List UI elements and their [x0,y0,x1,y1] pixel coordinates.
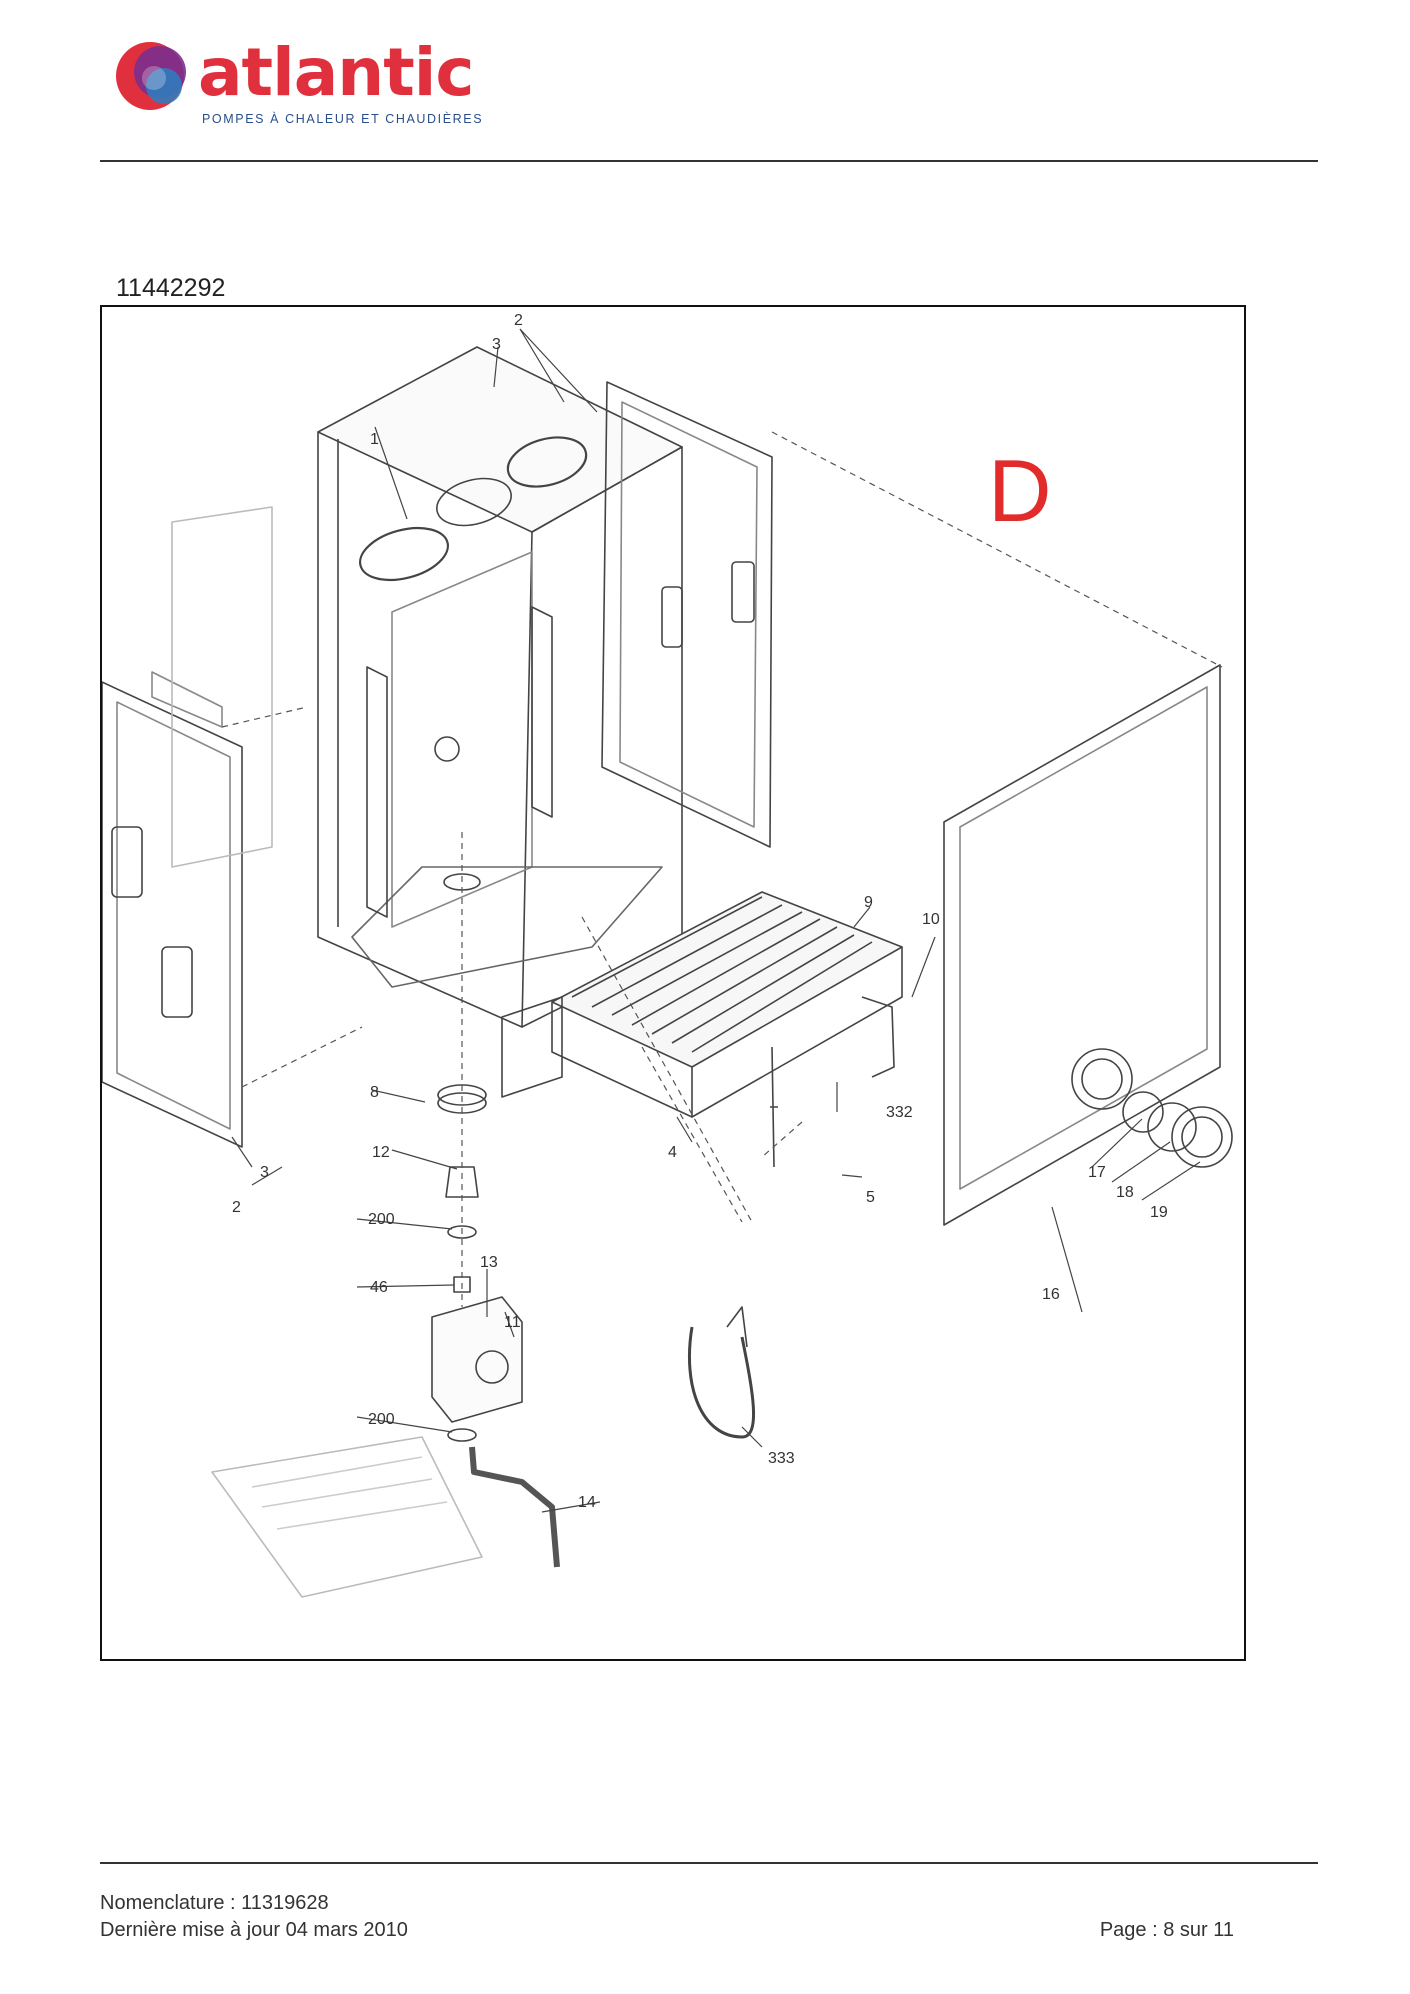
footer-divider [100,1862,1318,1864]
callout-3-left: 3 [260,1164,269,1181]
callout-17: 17 [1088,1164,1106,1181]
callout-3-top: 3 [492,336,501,353]
burner-assembly [501,891,903,1118]
callout-2-top: 2 [514,312,523,329]
callout-14: 14 [578,1494,596,1511]
callout-5: 5 [866,1189,875,1206]
front-panel [943,664,1233,1226]
callout-9: 9 [864,894,873,911]
callout-10: 10 [922,911,940,928]
callout-16: 16 [1042,1286,1060,1303]
header-divider [100,160,1318,162]
callout-2-left: 2 [232,1199,241,1216]
callout-11: 11 [504,1314,521,1331]
gas-valve-stack [431,1084,523,1442]
footer-last-updated: Dernière mise à jour 04 mars 2010 [100,1919,408,1941]
chassis-frame [317,346,683,1028]
callout-4: 4 [668,1144,677,1161]
brand-logo-mark [116,42,186,110]
document-reference: 11442292 [116,274,226,302]
callout-46: 46 [370,1279,388,1296]
callout-19: 19 [1150,1204,1168,1221]
exploded-diagram-drawing: 2 3 1 2 3 8 12 200 46 13 11 200 14 4 5 9… [102,312,1233,1598]
exploded-diagram: 2 3 1 2 3 8 12 200 46 13 11 200 14 4 5 9… [100,305,1246,1661]
callout-200-bottom: 200 [368,1411,395,1428]
callout-13: 13 [480,1254,498,1271]
callout-12: 12 [372,1144,390,1161]
rear-side-panel [601,381,773,848]
callout-200-top: 200 [368,1211,395,1228]
callout-8: 8 [370,1084,379,1101]
footer-page-number: Page : 8 sur 11 [1099,1919,1234,1941]
brand-logo: atlantic POMPES À CHALEUR ET CHAUDIÈRES [110,36,490,136]
brand-name: atlantic [198,34,475,111]
callout-1: 1 [370,431,379,448]
callout-333: 333 [768,1450,795,1467]
callout-18: 18 [1116,1184,1134,1201]
section-letter: D [988,441,1052,540]
left-side-panel [102,671,243,1148]
footer-nomenclature: Nomenclature : 11319628 [100,1892,329,1914]
callout-332: 332 [886,1104,913,1121]
brand-tagline: POMPES À CHALEUR ET CHAUDIÈRES [202,112,484,126]
